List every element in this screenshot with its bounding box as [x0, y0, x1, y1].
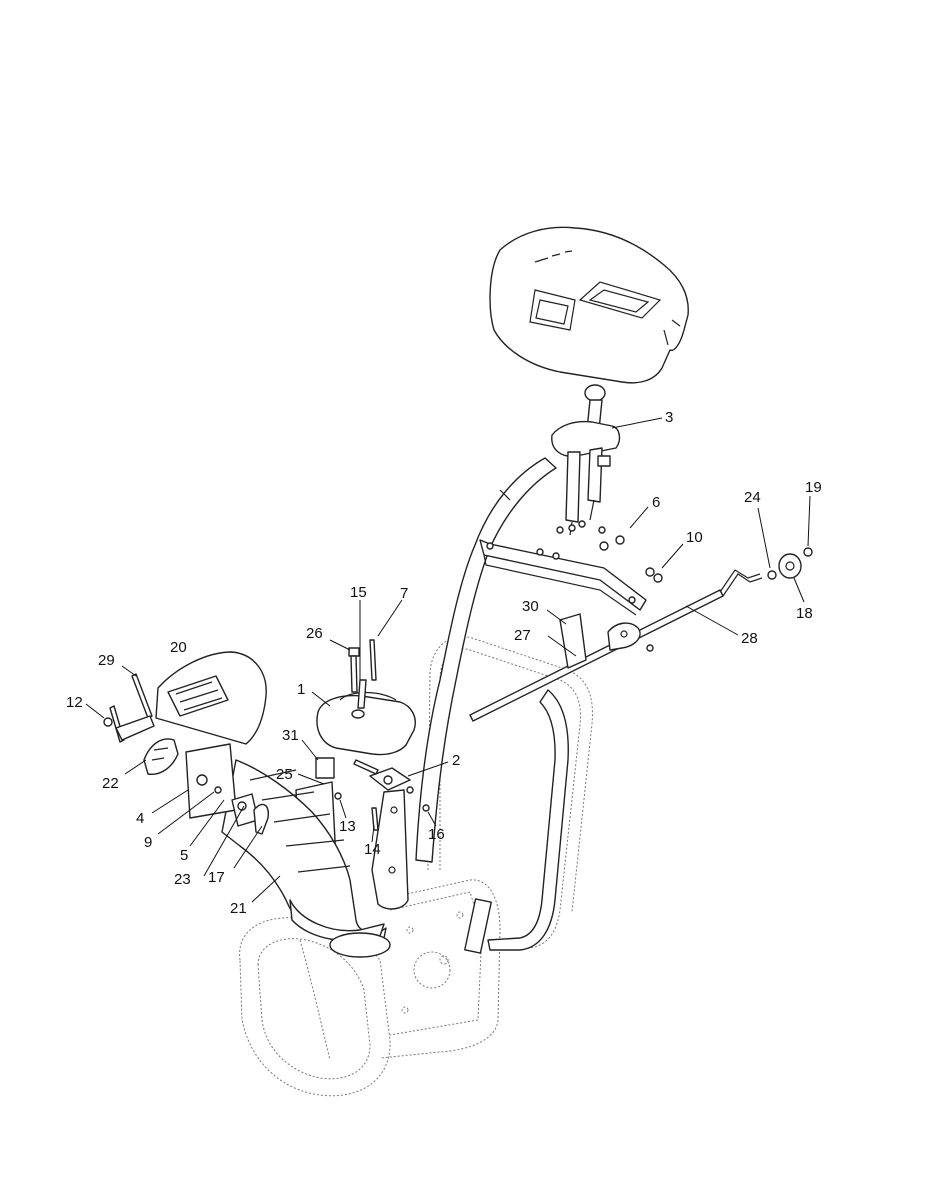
crank-knob-hardware: [767, 547, 813, 580]
handle-bracket: [479, 539, 647, 616]
callout-19: 19: [805, 479, 822, 496]
callout-14: 14: [364, 841, 381, 858]
callout-7: 7: [400, 585, 408, 602]
deflector-adjust-bracket: [143, 738, 179, 775]
callout-22: 22: [102, 775, 119, 792]
callout-31: 31: [282, 727, 299, 744]
callout-25: 25: [276, 766, 293, 783]
callout-9: 9: [144, 834, 152, 851]
shift-lever-assembly: [551, 384, 621, 536]
callout-15: 15: [350, 584, 367, 601]
callout-29: 29: [98, 652, 115, 669]
callout-1: 1: [297, 681, 305, 698]
deflector-cable-arm: [103, 673, 155, 743]
callout-26: 26: [306, 625, 323, 642]
chute-deflector-hardware: [185, 743, 269, 835]
chute-drive-housing: [316, 691, 416, 756]
callout-6: 6: [652, 494, 660, 511]
callout-28: 28: [741, 630, 758, 647]
chute-deflector: [155, 651, 267, 745]
chute-bracket: [353, 759, 430, 831]
callout-23: 23: [174, 871, 191, 888]
callout-24: 24: [744, 489, 761, 506]
callouts: 1 2 3 4 5 6 7 9 10 12 13 14 15 16 17 18 …: [66, 409, 822, 917]
auger-housing-ghost: [239, 636, 593, 1097]
callout-18: 18: [796, 605, 813, 622]
callout-12: 12: [66, 694, 83, 711]
callout-leaders: [85, 417, 811, 903]
callout-4: 4: [136, 810, 144, 827]
housing-fasteners: [348, 639, 377, 709]
callout-10: 10: [686, 529, 703, 546]
callout-21: 21: [230, 900, 247, 917]
console-cover: [489, 226, 689, 384]
callout-30: 30: [522, 598, 539, 615]
callout-20: 20: [170, 639, 187, 656]
callout-3: 3: [665, 409, 673, 426]
upper-handle: [415, 457, 569, 954]
rod-support-bracket: [559, 613, 654, 669]
bolts-10: [645, 567, 663, 583]
callout-2: 2: [452, 752, 460, 769]
callout-17: 17: [208, 869, 225, 886]
callout-16: 16: [428, 826, 445, 843]
callout-27: 27: [514, 627, 531, 644]
callout-5: 5: [180, 847, 188, 864]
callout-13: 13: [339, 818, 356, 835]
nuts-6: [598, 526, 625, 551]
